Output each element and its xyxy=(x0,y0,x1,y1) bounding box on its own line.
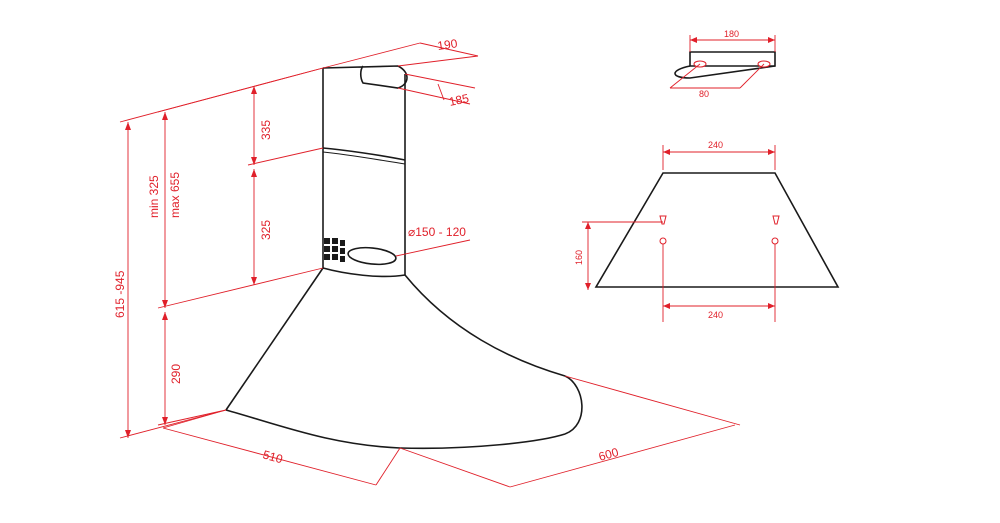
label-lower-chimney: 325 xyxy=(259,220,273,240)
label-chimney-max: max 655 xyxy=(168,172,182,218)
mounting-template: 240 240 160 xyxy=(574,140,840,322)
label-bottom-hole-spacing: 240 xyxy=(708,310,723,320)
hood-dimension-labels: 615 -945 min 325 max 655 290 335 325 190… xyxy=(113,36,620,466)
label-chimney-width: 190 xyxy=(436,36,458,53)
label-bracket-width: 180 xyxy=(724,29,739,39)
vent-grid-icon xyxy=(324,238,345,262)
label-slot-spacing: 80 xyxy=(699,89,709,99)
label-upper-chimney: 335 xyxy=(259,120,273,140)
hood-outline xyxy=(225,65,583,450)
label-chimney-depth: 185 xyxy=(448,91,471,109)
hood-dimension-lines xyxy=(119,42,741,488)
wall-bracket: 180 80 xyxy=(669,29,776,99)
label-outlet-diameter: ⌀150 - 120 xyxy=(408,225,466,239)
label-total-height: 615 -945 xyxy=(113,270,127,318)
label-chimney-min: min 325 xyxy=(147,175,161,218)
label-canopy-depth: 510 xyxy=(261,447,284,466)
label-canopy-width: 600 xyxy=(597,445,620,464)
label-top-hole-spacing: 240 xyxy=(708,140,723,150)
label-vertical-spacing: 160 xyxy=(574,250,584,265)
label-canopy-height: 290 xyxy=(169,364,183,384)
